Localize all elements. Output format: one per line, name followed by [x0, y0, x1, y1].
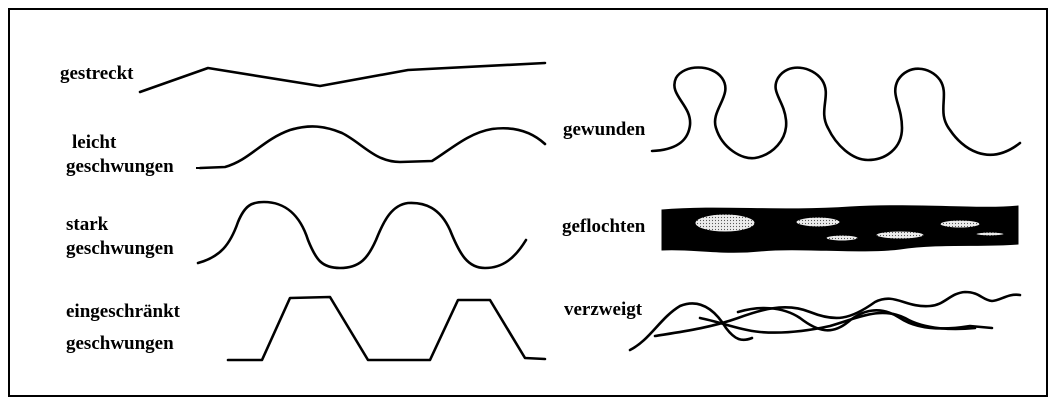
- label-eingeschraenkt-geschwungen: eingeschränkt geschwungen: [66, 300, 180, 356]
- meandering-channel-line: [652, 68, 1020, 161]
- leader-dash-leicht: [196, 165, 206, 171]
- straight-channel-line: [140, 63, 545, 92]
- braid-bar-3: [940, 220, 980, 228]
- braid-bar-6: [976, 232, 1004, 236]
- branched-channel-line-3: [738, 308, 992, 330]
- braid-bar-4: [876, 231, 924, 239]
- strongly-sinuous-channel-line: [198, 202, 526, 268]
- label-leicht-geschwungen: leicht geschwungen: [72, 131, 174, 179]
- braid-bar-1: [695, 214, 755, 232]
- braid-bar-2: [796, 217, 840, 227]
- braid-bar-5: [826, 235, 858, 241]
- confined-meander-channel-line: [228, 297, 545, 360]
- label-stark-geschwungen: stark geschwungen: [66, 213, 174, 261]
- label-gewunden: gewunden: [563, 118, 645, 142]
- label-gestreckt: gestreckt: [60, 62, 134, 86]
- label-geflochten: geflochten: [562, 215, 645, 239]
- slightly-sinuous-channel-line: [200, 126, 545, 168]
- label-verzweigt: verzweigt: [564, 298, 642, 322]
